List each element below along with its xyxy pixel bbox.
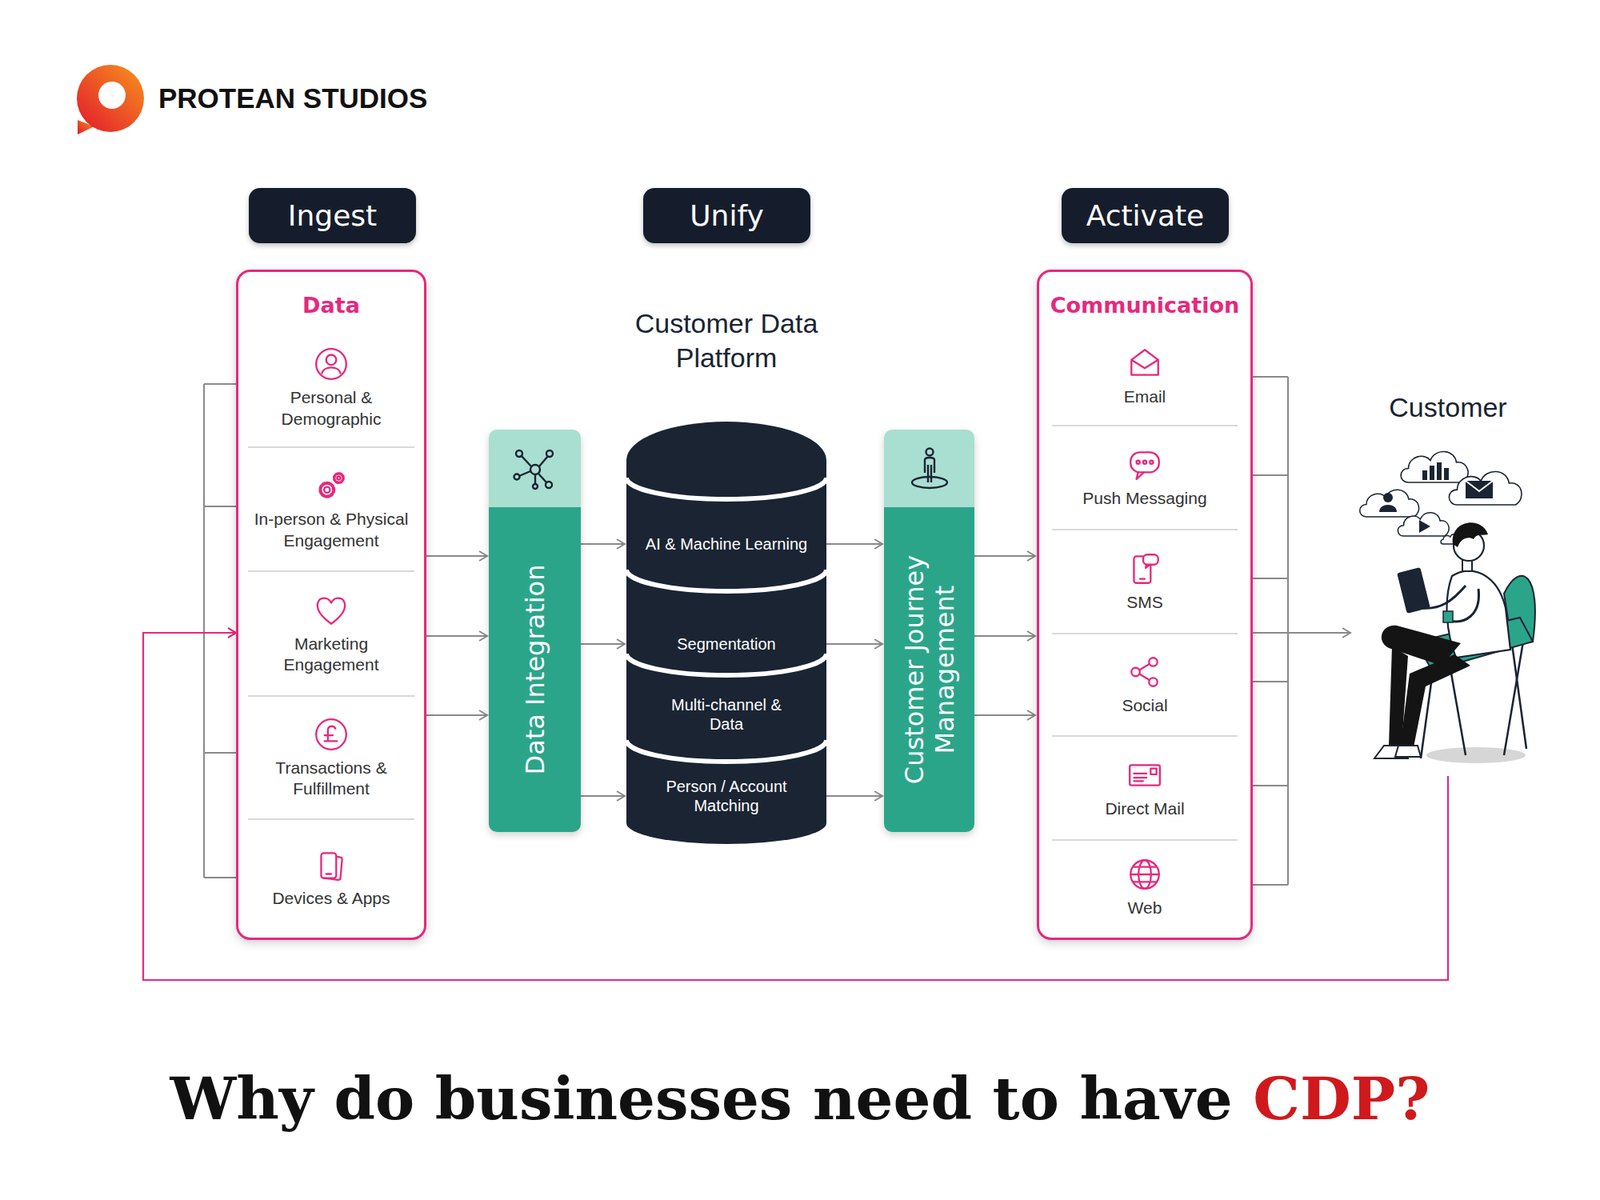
stage-header: Ingest	[248, 188, 416, 244]
list-item: Web	[1052, 839, 1238, 934]
node-label: Data Integration	[519, 525, 550, 814]
flow-connector	[580, 543, 625, 545]
flow-connector	[426, 555, 488, 557]
node-label: Social	[1052, 695, 1238, 716]
database-segment: Segmentation	[626, 620, 827, 668]
node-label: Ingest	[288, 199, 377, 232]
flow-connector	[826, 643, 883, 645]
flow-connector	[974, 555, 1036, 557]
list-item: Email	[1052, 328, 1238, 425]
item-icon	[312, 467, 350, 504]
flow-connector	[580, 643, 625, 645]
flow-connector	[974, 635, 1036, 637]
item-icon	[312, 592, 350, 629]
node-label: AI & Machine Learning	[636, 534, 817, 554]
flow-connector	[580, 795, 625, 797]
list-item: In-person & Physical Engagement	[248, 446, 415, 571]
customer-figure-box: Customer	[1352, 392, 1544, 776]
database-segment: AI & Machine Learning	[626, 520, 827, 568]
right-bracket	[1252, 376, 1288, 885]
item-icon	[1126, 446, 1164, 484]
node-label: Direct Mail	[1052, 798, 1238, 820]
node-label: Person / Account Matching	[650, 776, 803, 816]
node-label: Devices & Apps	[248, 888, 415, 909]
flow-connector	[1252, 632, 1351, 634]
item-icon	[1126, 653, 1164, 691]
panel-heading: Communication	[1039, 292, 1251, 318]
list-item: Transactions & Fulfillment	[248, 695, 415, 819]
process-bar: Data Integration	[488, 429, 581, 832]
list-item: Direct Mail	[1052, 735, 1238, 840]
left-bracket	[204, 384, 236, 878]
brand-name: PROTEAN STUDIOS	[158, 82, 428, 115]
database-segment: Person / Account Matching	[626, 772, 827, 820]
node-label: Transactions & Fulfillment	[248, 757, 415, 800]
item-icon	[312, 716, 350, 753]
item-icon	[1126, 756, 1164, 794]
node-label: Customer	[1352, 392, 1544, 424]
node-label: Push Messaging	[1052, 488, 1238, 509]
platform-heading: Customer Data Platform	[590, 306, 863, 375]
item-icon	[1126, 344, 1164, 382]
node-label: Email	[1052, 386, 1238, 408]
list-item: Personal & Demographic	[248, 328, 415, 447]
process-bar: Customer Journey Management	[884, 429, 975, 832]
list-item: Devices & Apps	[248, 818, 415, 936]
customer-figure	[1374, 522, 1536, 764]
node-label: Segmentation	[638, 634, 815, 654]
node-label: Personal & Demographic	[248, 387, 415, 430]
node-label: Multi-channel & Data	[666, 695, 787, 734]
flow-connector	[426, 635, 488, 637]
node-label: Web	[1052, 897, 1238, 919]
database-cylinder: Customer Data PlatformAI & Machine Learn…	[626, 420, 827, 844]
database-segment: Multi-channel & Data	[626, 690, 827, 739]
stage-header: Activate	[1061, 188, 1229, 244]
cloud-icons	[1360, 452, 1522, 544]
source-panel: DataPersonal & DemographicIn-person & Ph…	[236, 269, 427, 940]
item-icon	[312, 345, 350, 383]
node-label: Unify	[689, 199, 764, 232]
flow-connector	[426, 714, 488, 716]
node-label: In-person & Physical Engagement	[248, 508, 415, 552]
list-item: Social	[1052, 632, 1238, 736]
page-title: Why do businesses need to have CDP?	[0, 1064, 1600, 1133]
item-icon	[1126, 856, 1164, 893]
journey-icon	[904, 442, 956, 494]
stage-header: Unify	[643, 188, 811, 244]
list-item: SMS	[1052, 528, 1238, 633]
list-item: Push Messaging	[1052, 424, 1238, 529]
flow-connector	[974, 714, 1036, 716]
item-icon	[1126, 550, 1164, 588]
source-panel: CommunicationEmailPush MessagingSMS Socia…	[1036, 269, 1253, 940]
flow-connector	[826, 795, 883, 797]
list-item: Marketing Engagement	[248, 570, 415, 696]
panel-heading: Data	[238, 292, 424, 318]
flow-connector	[826, 543, 883, 545]
node-label: Customer Journey Management	[898, 525, 960, 814]
logo-mark	[76, 64, 144, 135]
node-label: Activate	[1086, 199, 1205, 232]
item-icon	[312, 846, 350, 884]
node-label: Marketing Engagement	[248, 633, 415, 676]
node-label: SMS	[1052, 592, 1238, 613]
integration-icon	[509, 442, 561, 494]
